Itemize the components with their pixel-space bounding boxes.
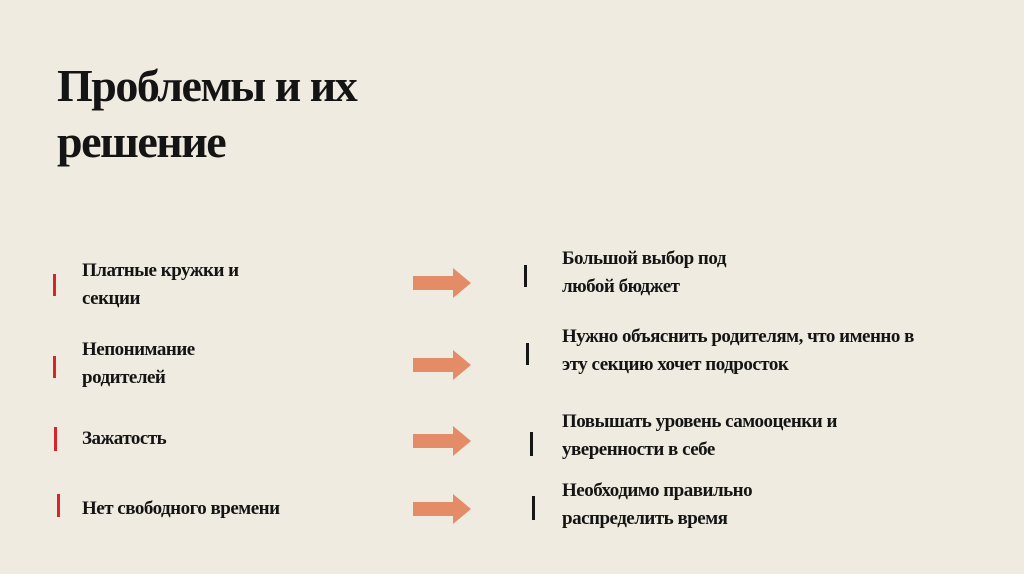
problem-accent-bar: [57, 494, 60, 517]
solution-bar: [530, 432, 533, 456]
solution-bar: [524, 265, 527, 287]
problem-accent-bar: [54, 427, 57, 451]
solution-text: Нужно объяснить родителям, что именно в …: [562, 326, 914, 375]
problem-text: Платные кружки и секции: [82, 260, 239, 309]
solution-bar: [532, 496, 535, 520]
slide-title: Проблемы и их решение: [57, 58, 477, 170]
problem-text: Нет свободного времени: [82, 498, 280, 519]
problem-text: Зажатость: [82, 428, 167, 449]
right-arrow-icon: [413, 268, 471, 298]
solution-bar: [526, 343, 529, 365]
title-line-2: решение: [57, 116, 227, 167]
solution-text: Большой выбор под любой бюджет: [562, 248, 726, 297]
problem-accent-bar: [53, 274, 56, 296]
problem-text: Непонимание родителей: [82, 339, 195, 388]
title-line-1: Проблемы и их: [57, 60, 358, 111]
right-arrow-icon: [413, 350, 471, 380]
solution-text: Повышать уровень самооценки и уверенност…: [562, 411, 837, 460]
right-arrow-icon: [413, 426, 471, 456]
solution-text: Необходимо правильно распределить время: [562, 480, 753, 529]
right-arrow-icon: [413, 494, 471, 524]
problem-accent-bar: [53, 356, 56, 378]
